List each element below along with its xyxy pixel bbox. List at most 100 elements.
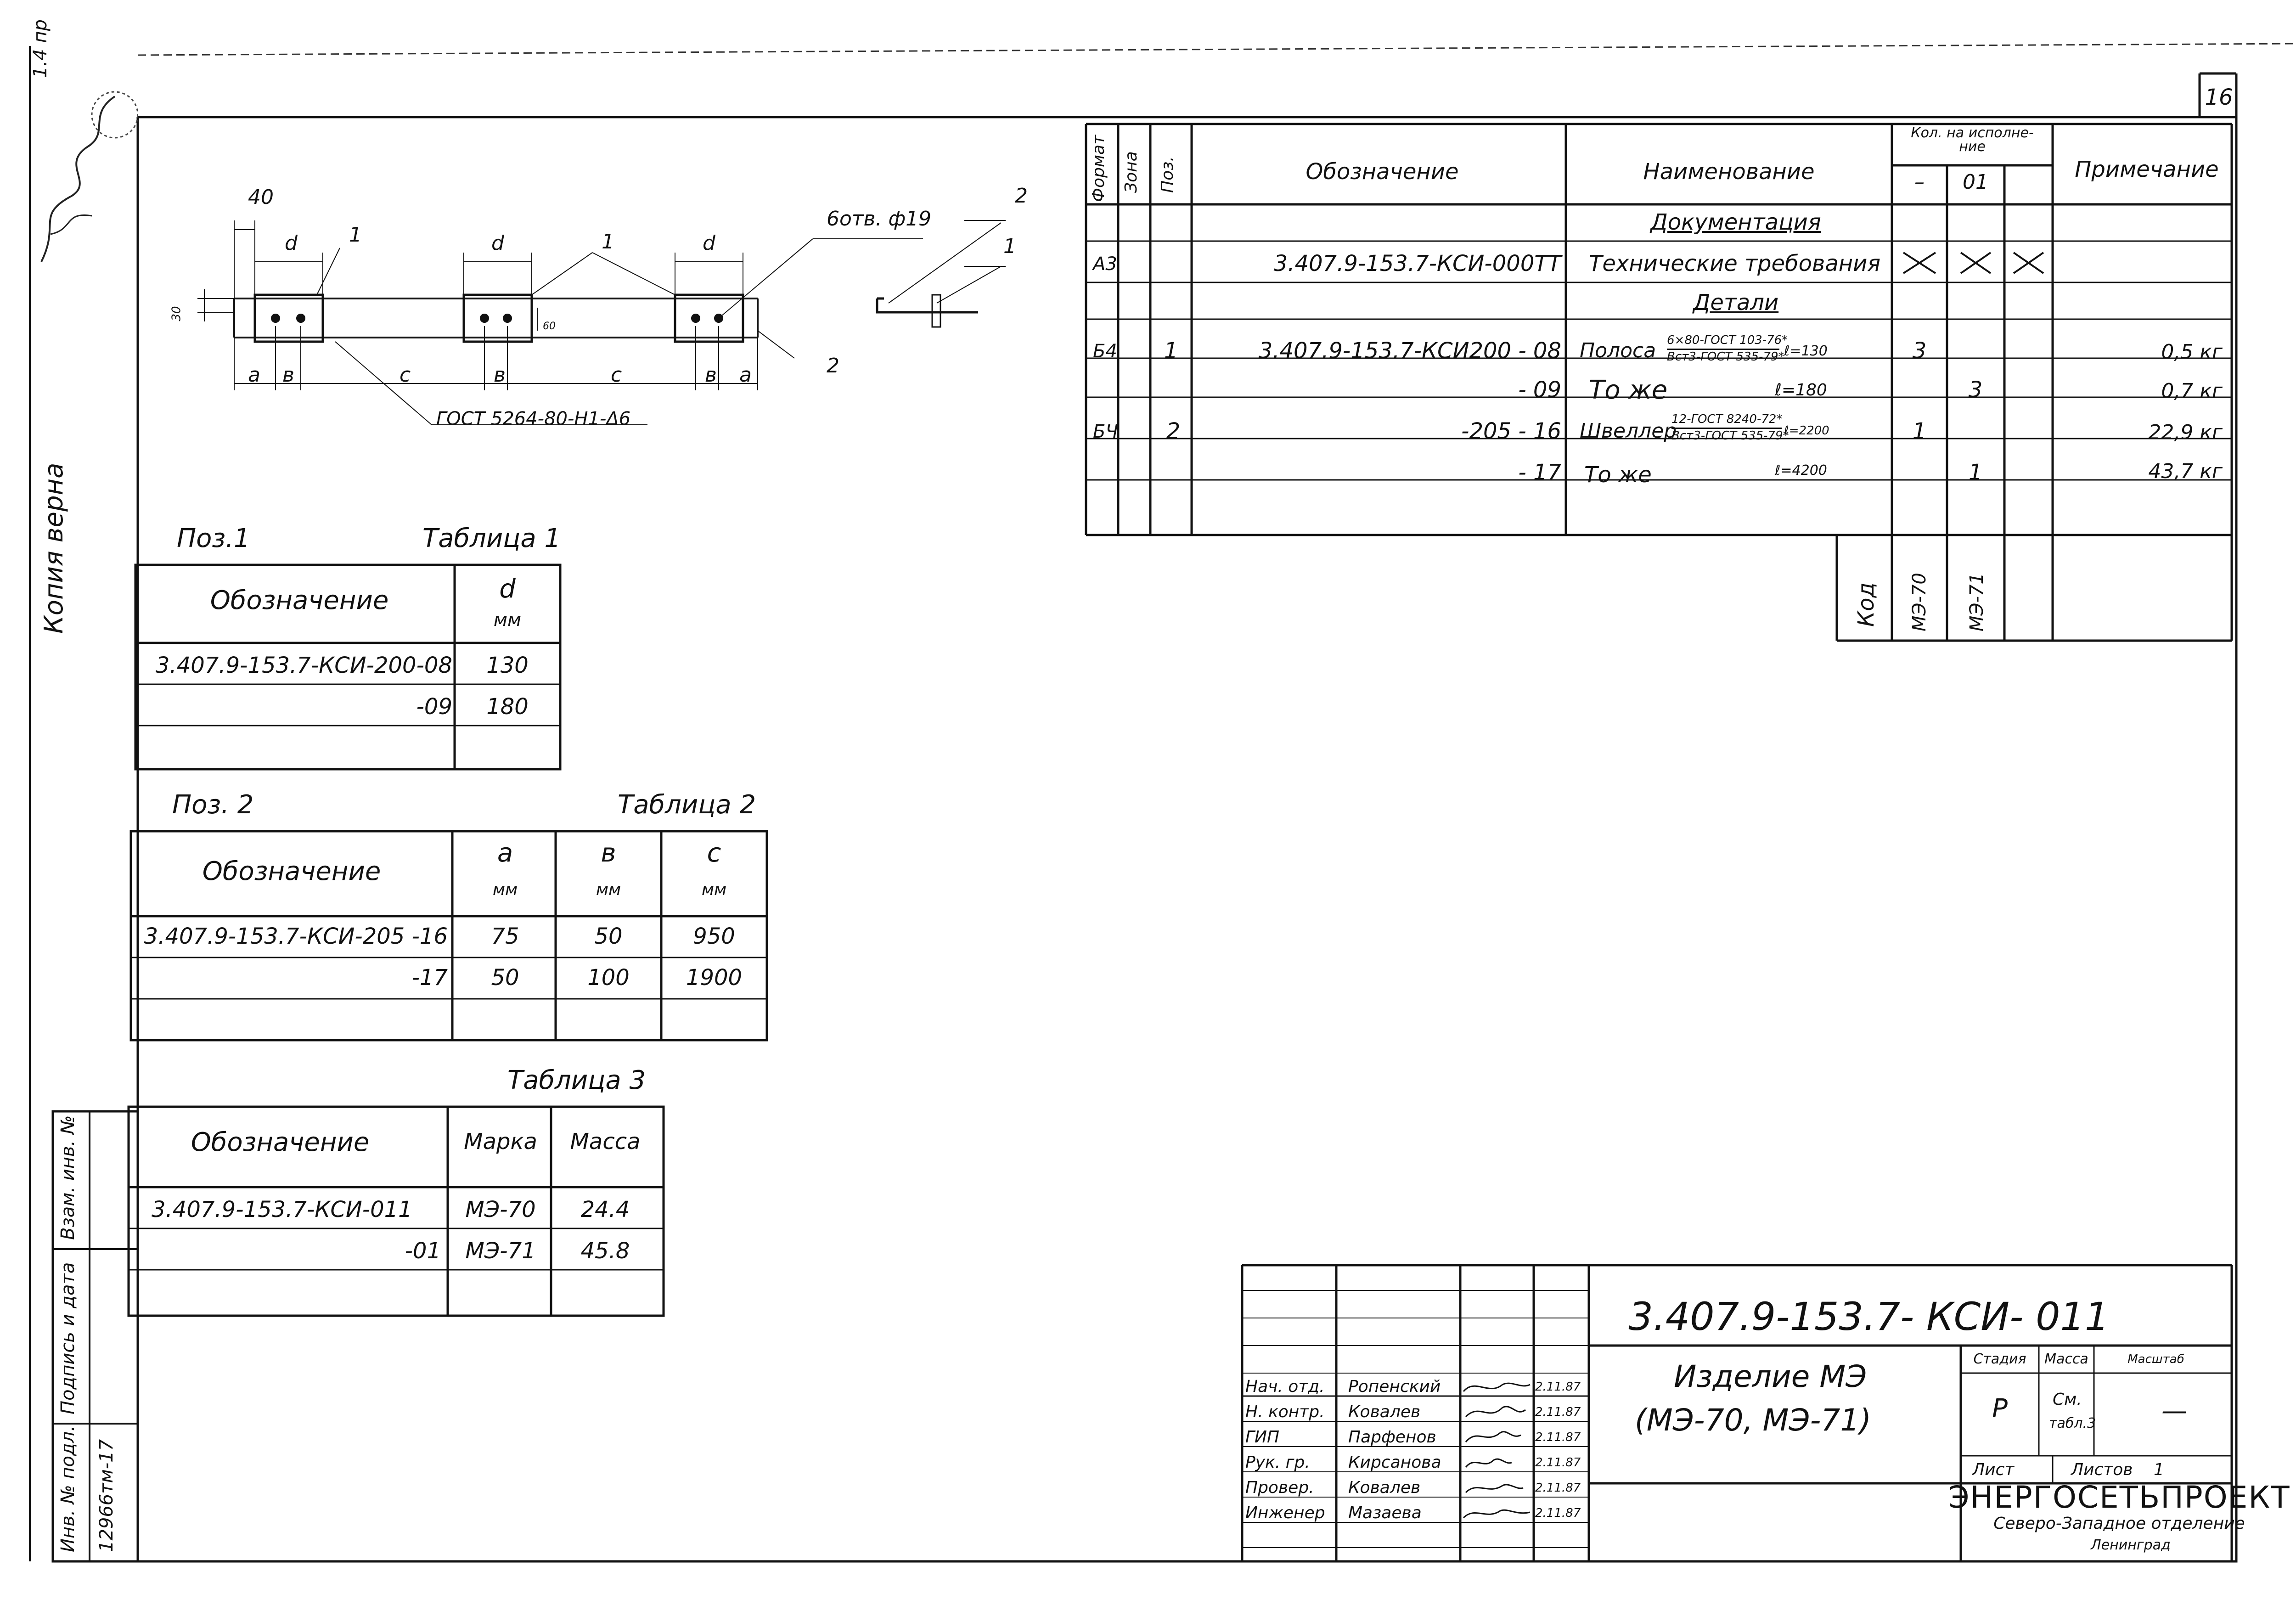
table2-caption: Таблица 2 [618,790,756,820]
spec-r0-name: Технические требования [1589,251,1881,276]
spec-r3-frac-bot: Вст3-ГОСТ 535-79* [1671,429,1789,443]
spec-r3-q0: 1 [1912,418,1927,444]
spec-r1-length: ℓ=130 [1784,343,1828,359]
spec-r3-designation: -205 - 16 [1461,418,1561,444]
spec-r4-q1: 1 [1968,460,1983,485]
dim-small: 60 [543,321,556,332]
sheet-label: Лист [1972,1460,2015,1479]
table3-r2-mass: 45.8 [580,1238,630,1264]
title-block-grid [1241,1264,2233,1561]
corner-text: 1.4 пр [30,19,51,78]
weld-note: ГОСТ 5264-80-Н1-Δ6 [436,408,631,429]
spec-r2-note: 0,7 кг [2161,379,2223,403]
table3-r2-mark: МЭ-71 [465,1238,536,1264]
inv-podl-label: Инв. № подл. [57,1425,79,1552]
spec-h-qty-dash: – [1914,170,1925,194]
mass-value-1: См. [2053,1390,2082,1409]
vzam-label: Взам. инв. № [57,1115,79,1240]
stage-value: Р [1992,1394,2008,1424]
signer-role: Рук. гр. [1245,1453,1310,1472]
table2-h-designation: Обозначение [202,856,381,886]
product-title-1: Изделие МЭ [1674,1359,1867,1394]
scale-value: — [2161,1396,2187,1426]
doc-number: 3.407.9-153.7- КСИ- 011 [1628,1294,2110,1339]
stage-label: Стадия [1973,1351,2026,1367]
dim-b-left: в [282,363,294,387]
mass-label: Масса [2044,1351,2088,1367]
table1-grid [134,563,562,771]
signature-marks [1463,1382,1531,1519]
table2-r2-c: 1900 [686,965,743,991]
spec-r2-designation: - 09 [1518,377,1561,403]
table1-r2-d: 180 [486,694,529,720]
spec-r1-frac-top: 6×80-ГОСТ 103-76* [1667,333,1788,347]
spec-r2-name: То же [1589,375,1668,405]
spec-h-qty-01: 01 [1963,170,1988,194]
pos-label-1c: 1 [1003,235,1016,258]
table2-r1-b: 50 [594,924,623,949]
table2-h-b-unit: мм [596,880,621,899]
dim-c-right: c [611,363,622,387]
table1-h-d: d [499,574,516,604]
table2-h-b: в [601,838,616,868]
scale-label: Масштаб [2127,1352,2184,1366]
dim-d-3: d [703,231,715,255]
spec-r4-name: То же [1584,462,1652,488]
pos-label-2b: 2 [1015,184,1028,208]
spec-r0-format: А3 [1093,253,1117,275]
spec-r4-designation: - 17 [1518,460,1561,485]
table2-h-a-unit: мм [492,880,518,899]
signature-scribble [40,91,138,262]
table3-r2-designation: -01 [405,1238,441,1264]
signer-name: Кирсанова [1348,1453,1441,1472]
spec-h-designation: Обозначение [1306,159,1459,185]
spec-grid [1085,123,2233,642]
spec-h-name: Наименование [1643,159,1815,185]
spec-r2-length: ℓ=180 [1775,381,1827,400]
spec-section-parts: Детали [1693,290,1779,315]
dim-b-mid: в [494,363,506,387]
table3-h-designation: Обозначение [191,1127,370,1157]
table1-r1-designation: 3.407.9-153.7-КСИ-200-08 [155,653,452,678]
hole-note: 6отв. ф19 [827,207,932,231]
table3-r1-designation: 3.407.9-153.7-КСИ-011 [152,1197,412,1222]
table2-r2-a: 50 [491,965,519,991]
spec-r1-q0: 3 [1912,338,1927,364]
signer-role: Инженер [1245,1504,1325,1522]
table1-r2-designation: -09 [416,694,452,720]
table2-r1-designation: 3.407.9-153.7-КСИ-205 -16 [144,924,448,949]
part-drawing [197,220,1006,425]
spec-r3-pos: 2 [1166,418,1181,444]
table2-r2-designation: -17 [411,965,448,991]
signer-date: 2.11.87 [1535,1506,1581,1520]
table2-r1-c: 950 [693,924,735,949]
table3-caption: Таблица 3 [507,1065,646,1095]
sheet-number: 16 [2205,84,2233,110]
table1-h-unit: мм [493,609,522,631]
signer-date: 2.11.87 [1535,1431,1581,1444]
dim-b-right: в [705,363,717,387]
signer-role: Нач. отд. [1245,1377,1325,1396]
table2-r2-b: 100 [587,965,630,991]
spec-h-pos: Поз. [1158,156,1177,193]
table2-pos: Поз. 2 [172,790,254,820]
dim-c-left: c [400,363,411,387]
spec-r1-note: 0,5 кг [2161,340,2223,364]
spec-r0-designation: 3.407.9-153.7-КСИ-000ТТ [1273,251,1561,276]
spec-r1-pos: 1 [1164,338,1178,364]
table2-r1-a: 75 [491,924,519,949]
spec-h-format: Формат [1089,135,1108,202]
table1-pos: Поз.1 [177,524,250,553]
table3-r1-mass: 24.4 [580,1197,630,1222]
signer-name: Ковалев [1348,1402,1421,1421]
pos-label-2a: 2 [827,354,839,377]
table3-grid [127,1105,665,1317]
signer-name: Мазаева [1348,1504,1422,1522]
table1-r1-d: 130 [486,653,529,678]
spec-code-label: Код [1853,582,1879,627]
signer-name: Ковалев [1348,1478,1421,1497]
spec-section-docs: Документация [1650,209,1821,235]
org-name: ЭНЕРГОСЕТЬПРОЕКТ [1948,1480,2290,1515]
table2-h-c-unit: мм [701,880,727,899]
